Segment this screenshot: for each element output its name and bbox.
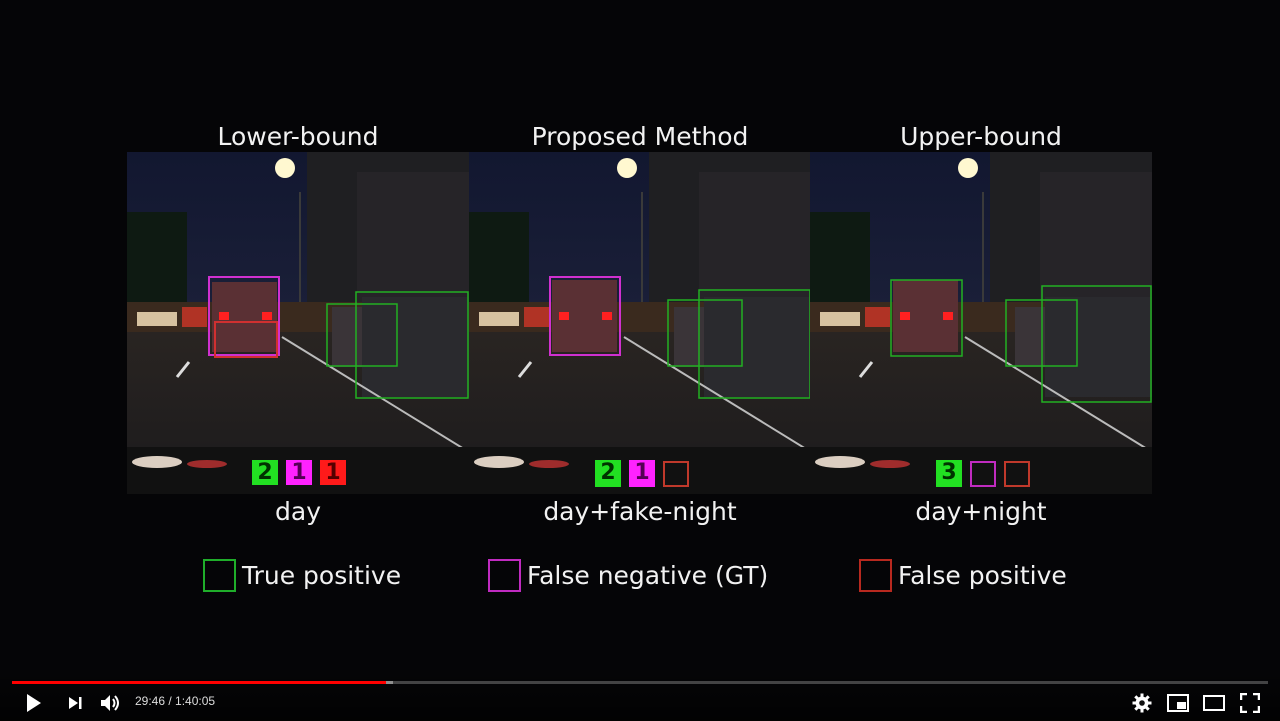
tp-count-badge: 3 [936, 460, 962, 487]
progress-bar[interactable] [12, 681, 1268, 684]
theater-mode-button[interactable] [1201, 690, 1227, 716]
fn-box [549, 276, 621, 356]
legend-swatch-false-negative [488, 558, 521, 592]
next-icon [69, 697, 82, 709]
fn-count-badge: 1 [629, 460, 655, 487]
panel-title-proposed-method: Proposed Method [531, 122, 749, 151]
fp-count-badge: 1 [320, 460, 346, 485]
fn-count-badge: 1 [286, 460, 312, 485]
miniplayer-button[interactable] [1165, 690, 1191, 716]
progress-played [12, 681, 386, 684]
tp-box [667, 299, 743, 367]
legend-label: False negative (GT) [527, 560, 769, 590]
legend-swatch-false-positive [859, 558, 892, 592]
tp-box [1041, 285, 1152, 403]
fn-box [208, 276, 280, 356]
settings-button[interactable] [1129, 690, 1155, 716]
miniplayer-icon [1167, 694, 1189, 712]
legend-true-positive: True positive [203, 557, 401, 593]
volume-icon [101, 695, 119, 711]
next-button[interactable] [62, 690, 88, 716]
legend-false-negative: False negative (GT) [488, 557, 768, 593]
scene-proposed-method: 2 1 [469, 152, 811, 494]
tp-box [355, 291, 469, 399]
scene-lower-bound: 2 1 1 [127, 152, 469, 494]
legend-swatch-true-positive [203, 558, 236, 592]
fullscreen-icon [1240, 693, 1260, 713]
fn-count-badge [970, 461, 996, 487]
tp-count-badge: 2 [252, 460, 278, 485]
fp-count-badge [1004, 461, 1030, 487]
tp-box [890, 279, 963, 357]
panel-caption-day-night: day+night [915, 497, 1047, 526]
panel-caption-day-fake-night: day+fake-night [543, 497, 737, 526]
legend-false-positive: False positive [859, 557, 1067, 593]
fullscreen-button[interactable] [1237, 690, 1263, 716]
player-controls [0, 672, 1280, 721]
panel-title-upper-bound: Upper-bound [900, 122, 1062, 151]
fp-box [214, 321, 278, 358]
panel-title-lower-bound: Lower-bound [217, 122, 379, 151]
scene-upper-bound: 3 [810, 152, 1152, 494]
theater-icon [1203, 695, 1225, 711]
time-display: 29:46 / 1:40:05 [135, 694, 216, 708]
play-icon [27, 694, 41, 712]
count-badges: 2 1 [595, 460, 689, 487]
legend-label: False positive [898, 560, 1067, 590]
play-button[interactable] [21, 690, 47, 716]
tp-count-badge: 2 [595, 460, 621, 487]
volume-button[interactable] [98, 690, 124, 716]
settings-icon [1132, 693, 1152, 713]
count-badges: 2 1 1 [252, 460, 346, 485]
count-badges: 3 [936, 460, 1030, 487]
panel-caption-day: day [275, 497, 321, 526]
tp-box [326, 303, 398, 367]
legend-label: True positive [242, 560, 402, 590]
fp-count-badge [663, 461, 689, 487]
